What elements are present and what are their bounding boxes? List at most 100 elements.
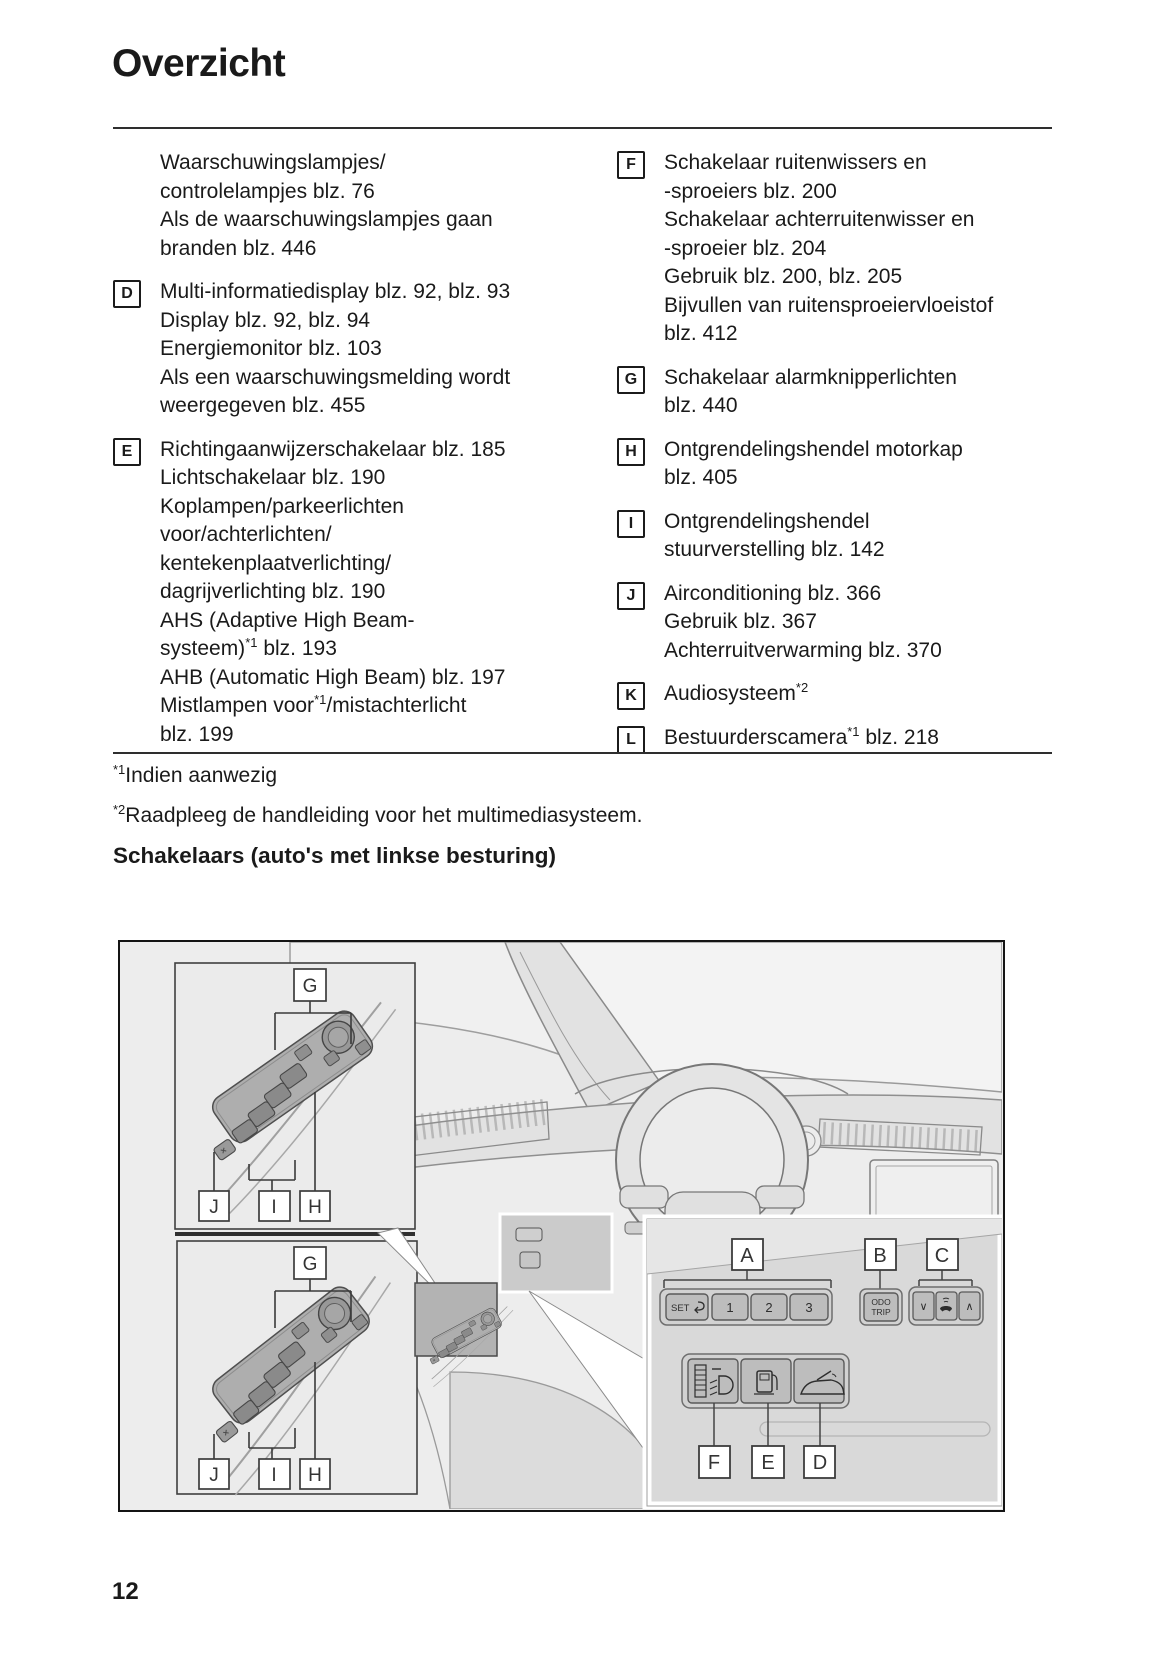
index-line: Display blz. 92, blz. 94 — [160, 308, 371, 332]
callout-G-top-inset: G — [303, 976, 318, 997]
index-item: Waarschuwingslampjes/controlelampjes blz… — [113, 149, 617, 263]
right-air-vent — [822, 1122, 979, 1152]
index-item: G Schakelaar alarmknipperlichten blz. 440 — [617, 364, 1052, 421]
preset-2-button — [750, 1293, 788, 1321]
callout-F: F — [708, 1452, 720, 1474]
index-line: Als de waarschuwingslampjes gaan — [160, 208, 493, 231]
odo-trip-button — [863, 1292, 899, 1322]
index-line: Bijvullen van ruitensproeiervloeistof — [664, 293, 994, 317]
callout-letter-chip: I — [617, 509, 645, 538]
index-line: blz. 440 — [664, 394, 738, 417]
callout-D: D — [813, 1452, 827, 1474]
index-line: Airconditioning blz. 366 — [664, 581, 882, 605]
index-line: Achterruitverwarming blz. 370 — [664, 638, 942, 662]
footnote-1-text: Indien aanwezig — [125, 764, 278, 787]
inset-bottom-left: G J I H — [171, 1240, 436, 1497]
index-line: Waarschuwingslampjes/ — [160, 151, 386, 174]
index-line: Audiosysteem*2 — [664, 680, 809, 705]
index-item: D Multi-informatiedisplay blz. 92, blz. 9… — [113, 278, 617, 421]
callout-letter-chip: F — [617, 151, 645, 179]
index-line: Bestuurderscamera*1 blz. 218 — [664, 723, 939, 749]
index-line: Schakelaar achterruitenwisser en — [664, 208, 975, 231]
callout-I-top-inset: I — [271, 1197, 276, 1218]
index-line: Gebruik blz. 367 — [664, 610, 817, 633]
preset-1-button — [711, 1293, 749, 1321]
footnote-1-marker: *1 — [113, 762, 126, 777]
inset-top-left: G J I H — [170, 962, 438, 1230]
chevron-up-icon: ∧ — [965, 1301, 973, 1313]
dashboard-illustration: G J I H G J I H — [118, 940, 1007, 1512]
index-line: branden blz. 446 — [160, 236, 317, 260]
callout-G-bottom-inset: G — [303, 1254, 318, 1275]
index-line: Multi-informatiedisplay blz. 92, blz. 93 — [160, 280, 511, 303]
callout-letter-chip: L — [617, 725, 645, 754]
column-switch-highlight — [498, 1212, 614, 1294]
index-line: Als een waarschuwingsmelding wordt — [160, 365, 511, 389]
preset-1-label: 1 — [726, 1300, 733, 1315]
index-line: Schakelaar alarmknipperlichten — [664, 365, 957, 389]
index-line: blz. 405 — [664, 466, 738, 489]
tailgate-open-icon — [800, 1370, 845, 1395]
index-line: Koplampen/parkeerlichten — [160, 494, 404, 518]
callout-A: A — [740, 1245, 754, 1267]
index-line: AHS (Adaptive High Beam- — [160, 608, 415, 632]
set-return-icon — [694, 1301, 705, 1314]
index-line: Gebruik blz. 200, blz. 205 — [664, 265, 903, 288]
footnote-2: *2Raadpleeg de handleiding voor het mult… — [113, 803, 643, 828]
divider-rule-top — [113, 127, 1052, 129]
index-line: weergegeven blz. 455 — [160, 394, 366, 417]
preset-3-button — [789, 1293, 829, 1321]
phone-button — [935, 1291, 958, 1321]
index-line: kentekenplaatverlichting/ — [160, 551, 392, 575]
index-line: systeem)*1 blz. 193 — [160, 635, 337, 660]
page-number: 12 — [112, 1578, 139, 1605]
display-up-button — [958, 1291, 981, 1321]
index-line: controlelampjes blz. 76 — [160, 179, 375, 203]
section-heading: Schakelaars (auto's met linkse besturing… — [113, 843, 557, 868]
callout-H-top-inset: H — [308, 1197, 322, 1218]
callout-letter-chip: H — [617, 437, 645, 466]
set-button — [665, 1293, 709, 1321]
callout-letter-chip: J — [617, 581, 645, 610]
odo-label: ODO — [871, 1297, 891, 1307]
index-columns: Waarschuwingslampjes/controlelampjes blz… — [113, 149, 1052, 767]
callout-H-bottom-inset: H — [308, 1465, 322, 1486]
footnote-2-text: Raadpleeg de handleiding voor het multim… — [125, 804, 643, 827]
divider-rule-bottom — [113, 752, 1052, 754]
callout-B: B — [873, 1245, 886, 1267]
index-item: K Audiosysteem*2 — [617, 680, 1052, 710]
index-line: Energiemonitor blz. 103 — [160, 337, 382, 360]
callout-letter-chip: G — [617, 365, 645, 394]
callout-letter-chip: D — [113, 280, 141, 308]
phone-icon — [940, 1297, 952, 1312]
footnote-1: *1Indien aanwezig — [113, 762, 278, 788]
callout-letter-chip: E — [113, 437, 141, 466]
index-line: Schakelaar ruitenwissers en — [664, 151, 927, 174]
index-line: dagrijverlichting blz. 190 — [160, 580, 386, 603]
set-button-label: SET — [671, 1303, 690, 1314]
callout-E: E — [761, 1452, 774, 1474]
callout-I-bottom-inset: I — [271, 1465, 276, 1486]
index-line: blz. 412 — [664, 322, 738, 345]
switch-panel-zoom: A B C SET 1 2 3 ODO TRIP ∨ ∧ — [642, 1214, 1007, 1511]
index-line: Lichtschakelaar blz. 190 — [160, 466, 386, 489]
index-line: AHB (Automatic High Beam) blz. 197 — [160, 665, 506, 689]
dashboard-illustration-svg: G J I H G J I H — [170, 941, 1007, 1511]
index-line: Ontgrendelingshendel — [664, 509, 870, 533]
preset-3-label: 3 — [805, 1300, 812, 1315]
callout-letter-chip: K — [617, 682, 645, 710]
index-line: Ontgrendelingshendel motorkap — [664, 437, 963, 461]
door-switch-zoom-inset — [412, 1282, 528, 1388]
index-left-column: Waarschuwingslampjes/controlelampjes blz… — [113, 149, 617, 767]
index-line: -sproeier blz. 204 — [664, 236, 827, 260]
index-item: H Ontgrendelingshendel motorkap blz. 405 — [617, 436, 1052, 493]
page-title: Overzicht — [112, 42, 286, 85]
inset-divider — [175, 1232, 415, 1236]
index-item: L Bestuurderscamera*1 blz. 218 — [617, 723, 1052, 754]
callout-C: C — [935, 1245, 949, 1267]
callout-J-top-inset: J — [209, 1197, 219, 1218]
